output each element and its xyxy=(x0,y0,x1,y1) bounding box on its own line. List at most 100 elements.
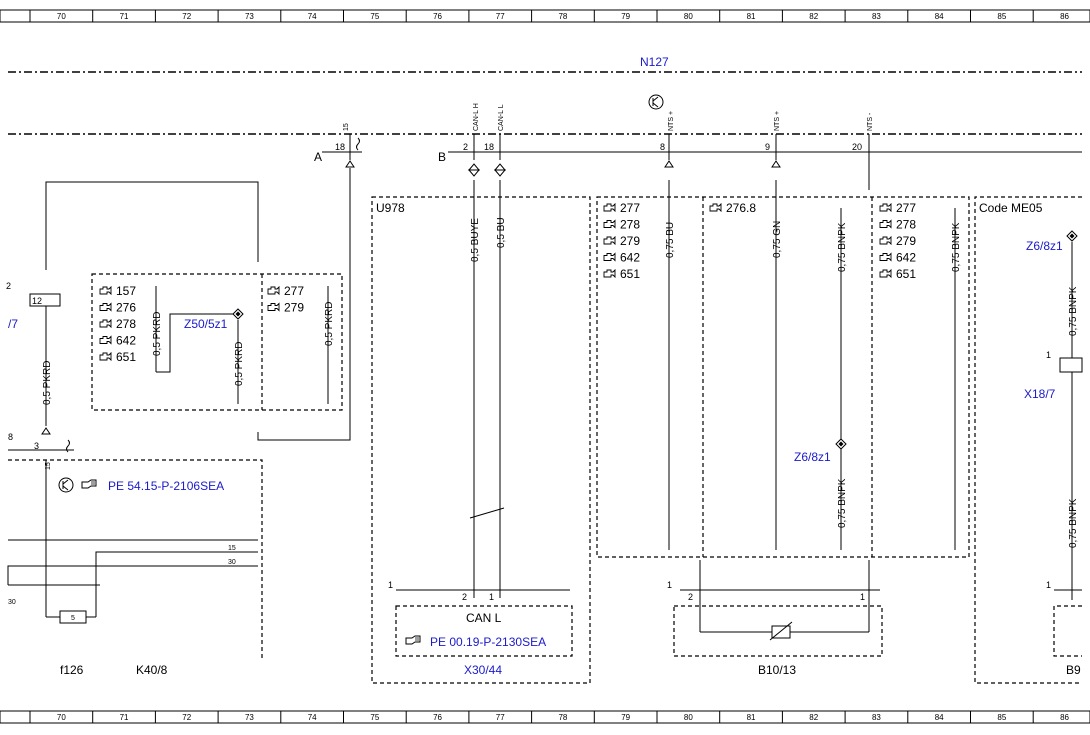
signal-nts-minus: NTS - xyxy=(867,112,874,131)
z50-5z1-icon xyxy=(232,308,244,320)
pin-5: 5 xyxy=(71,615,75,622)
f126-label: f126 xyxy=(60,663,84,677)
pin-20: 20 xyxy=(852,142,862,152)
wire-label-pkrd-a: 0,5 PKRD xyxy=(152,312,163,356)
wire-label-bu-b: 0,75 BU xyxy=(665,222,676,258)
engine-code: 651 xyxy=(896,267,916,281)
pin-18b: 18 xyxy=(484,142,494,152)
pin-30-mid: 30 xyxy=(228,559,236,566)
engine-code: 279 xyxy=(620,234,640,248)
connector-x18-7 xyxy=(1059,357,1083,373)
engine-code-icon xyxy=(267,286,280,295)
code-box-1 xyxy=(91,273,343,411)
pin-30-left: 30 xyxy=(8,599,16,606)
ruler-column-number: 73 xyxy=(245,713,254,722)
ruler-column-number: 82 xyxy=(809,713,818,722)
ruler-column-number: 74 xyxy=(308,713,317,722)
pin-b10-2: 2 xyxy=(688,592,693,602)
wire-label-bnpk-c: 0,75 BNPK xyxy=(951,222,962,272)
engine-code-icon xyxy=(267,303,280,311)
ruler-column-number: 70 xyxy=(57,12,66,21)
ruler-column-number: 86 xyxy=(1060,12,1069,21)
u978-label: U978 xyxy=(376,201,405,215)
ruler-column-number: 77 xyxy=(496,713,505,722)
wire-label-pkrd-b: 0,5 PKRD xyxy=(234,342,245,386)
ruler-column-number: 73 xyxy=(245,12,254,21)
twist-mark xyxy=(469,507,505,519)
pin-8: 8 xyxy=(660,142,665,152)
engine-code-icon xyxy=(99,319,112,328)
engine-code-icon xyxy=(99,352,112,361)
signal-can-l-h: CAN-L H xyxy=(473,103,480,131)
engine-code: 279 xyxy=(896,234,916,248)
engine-code-icon xyxy=(879,220,892,228)
ruler-column-number: 74 xyxy=(308,12,317,21)
signal-nts-plus-b: NTS + xyxy=(774,111,781,131)
code-me05-box xyxy=(974,196,1082,684)
can-l-label: CAN L xyxy=(466,611,502,625)
engine-code: 651 xyxy=(620,267,640,281)
ground-squiggle-left xyxy=(66,439,70,453)
engine-code-icon xyxy=(603,253,616,261)
wire-left-top-loop xyxy=(45,181,259,270)
ruler-column-number: 76 xyxy=(433,713,442,722)
plug-a-icon xyxy=(345,160,355,168)
connector-a-label: A xyxy=(314,150,322,164)
b10-13-box xyxy=(673,605,883,657)
engine-code: 277 xyxy=(284,284,304,298)
ruler-column-number: 82 xyxy=(809,12,818,21)
code-box-middle xyxy=(596,196,970,558)
wire-label-bu-a: 0,5 BU xyxy=(496,217,507,248)
pin-12: 12 xyxy=(32,296,42,306)
engine-code-icon xyxy=(879,253,892,261)
ruler-column-number: 71 xyxy=(120,12,129,21)
ground-squiggle xyxy=(356,137,360,151)
ruler-column-number: 78 xyxy=(558,12,567,21)
wire-label-bnpk-e: 0,75 BNPK xyxy=(1068,498,1079,548)
engine-code: 276.8 xyxy=(726,201,756,215)
electronic-module-icon xyxy=(648,94,664,110)
b10-13-label: B10/13 xyxy=(758,663,796,677)
pin-x30-1: 1 xyxy=(388,580,393,590)
ruler-column-number: 86 xyxy=(1060,713,1069,722)
connector-12 xyxy=(29,293,61,307)
wire-label-bnpk-b: 0,75 BNPK xyxy=(837,478,848,528)
engine-code: 278 xyxy=(620,218,640,232)
ruler-column-number: 80 xyxy=(684,12,693,21)
connector-b-label: B xyxy=(438,150,446,164)
k40-8-box xyxy=(8,459,263,660)
ruler-column-number: 77 xyxy=(496,12,505,21)
ruler-column-number: 72 xyxy=(182,713,191,722)
engine-code: 277 xyxy=(896,201,916,215)
ruler-column-number: 83 xyxy=(872,12,881,21)
engine-code-icon xyxy=(603,236,616,245)
plug-can-l-icon xyxy=(494,163,506,177)
ruler-column-number: 75 xyxy=(370,713,379,722)
plug-nts-b-icon xyxy=(771,160,781,168)
engine-code-icon xyxy=(603,203,616,212)
pin-x30-2: 2 xyxy=(462,592,467,602)
k40-ref-hand-icon xyxy=(81,479,97,489)
wire-left-return xyxy=(257,168,351,441)
engine-code-icon xyxy=(99,336,112,344)
k40-transistor-icon xyxy=(58,477,74,493)
pin-9: 9 xyxy=(765,142,770,152)
engine-code: 157 xyxy=(116,284,136,298)
pin-x18-1: 1 xyxy=(1046,350,1051,360)
ruler-column-number: 85 xyxy=(997,713,1006,722)
left-edge-ref: /7 xyxy=(8,317,18,331)
engine-code-icon xyxy=(99,286,112,295)
wire-label-bnpk-d: 0,75 BNPK xyxy=(1068,286,1079,336)
temp-sensor-arrow xyxy=(769,621,793,641)
wire-label-pkrd-c: 0,5 PKRD xyxy=(324,302,335,346)
wire-k40-30 xyxy=(7,565,258,585)
engine-code: 278 xyxy=(896,218,916,232)
ruler-column-number: 81 xyxy=(747,12,756,21)
wire-label-buye: 0,5 BUYE xyxy=(470,218,481,262)
engine-code: 642 xyxy=(620,251,640,265)
pin-b10-1: 1 xyxy=(667,580,672,590)
x30-44-box xyxy=(395,605,573,657)
ruler-column-number: 85 xyxy=(997,12,1006,21)
pin-3: 3 xyxy=(34,441,39,451)
